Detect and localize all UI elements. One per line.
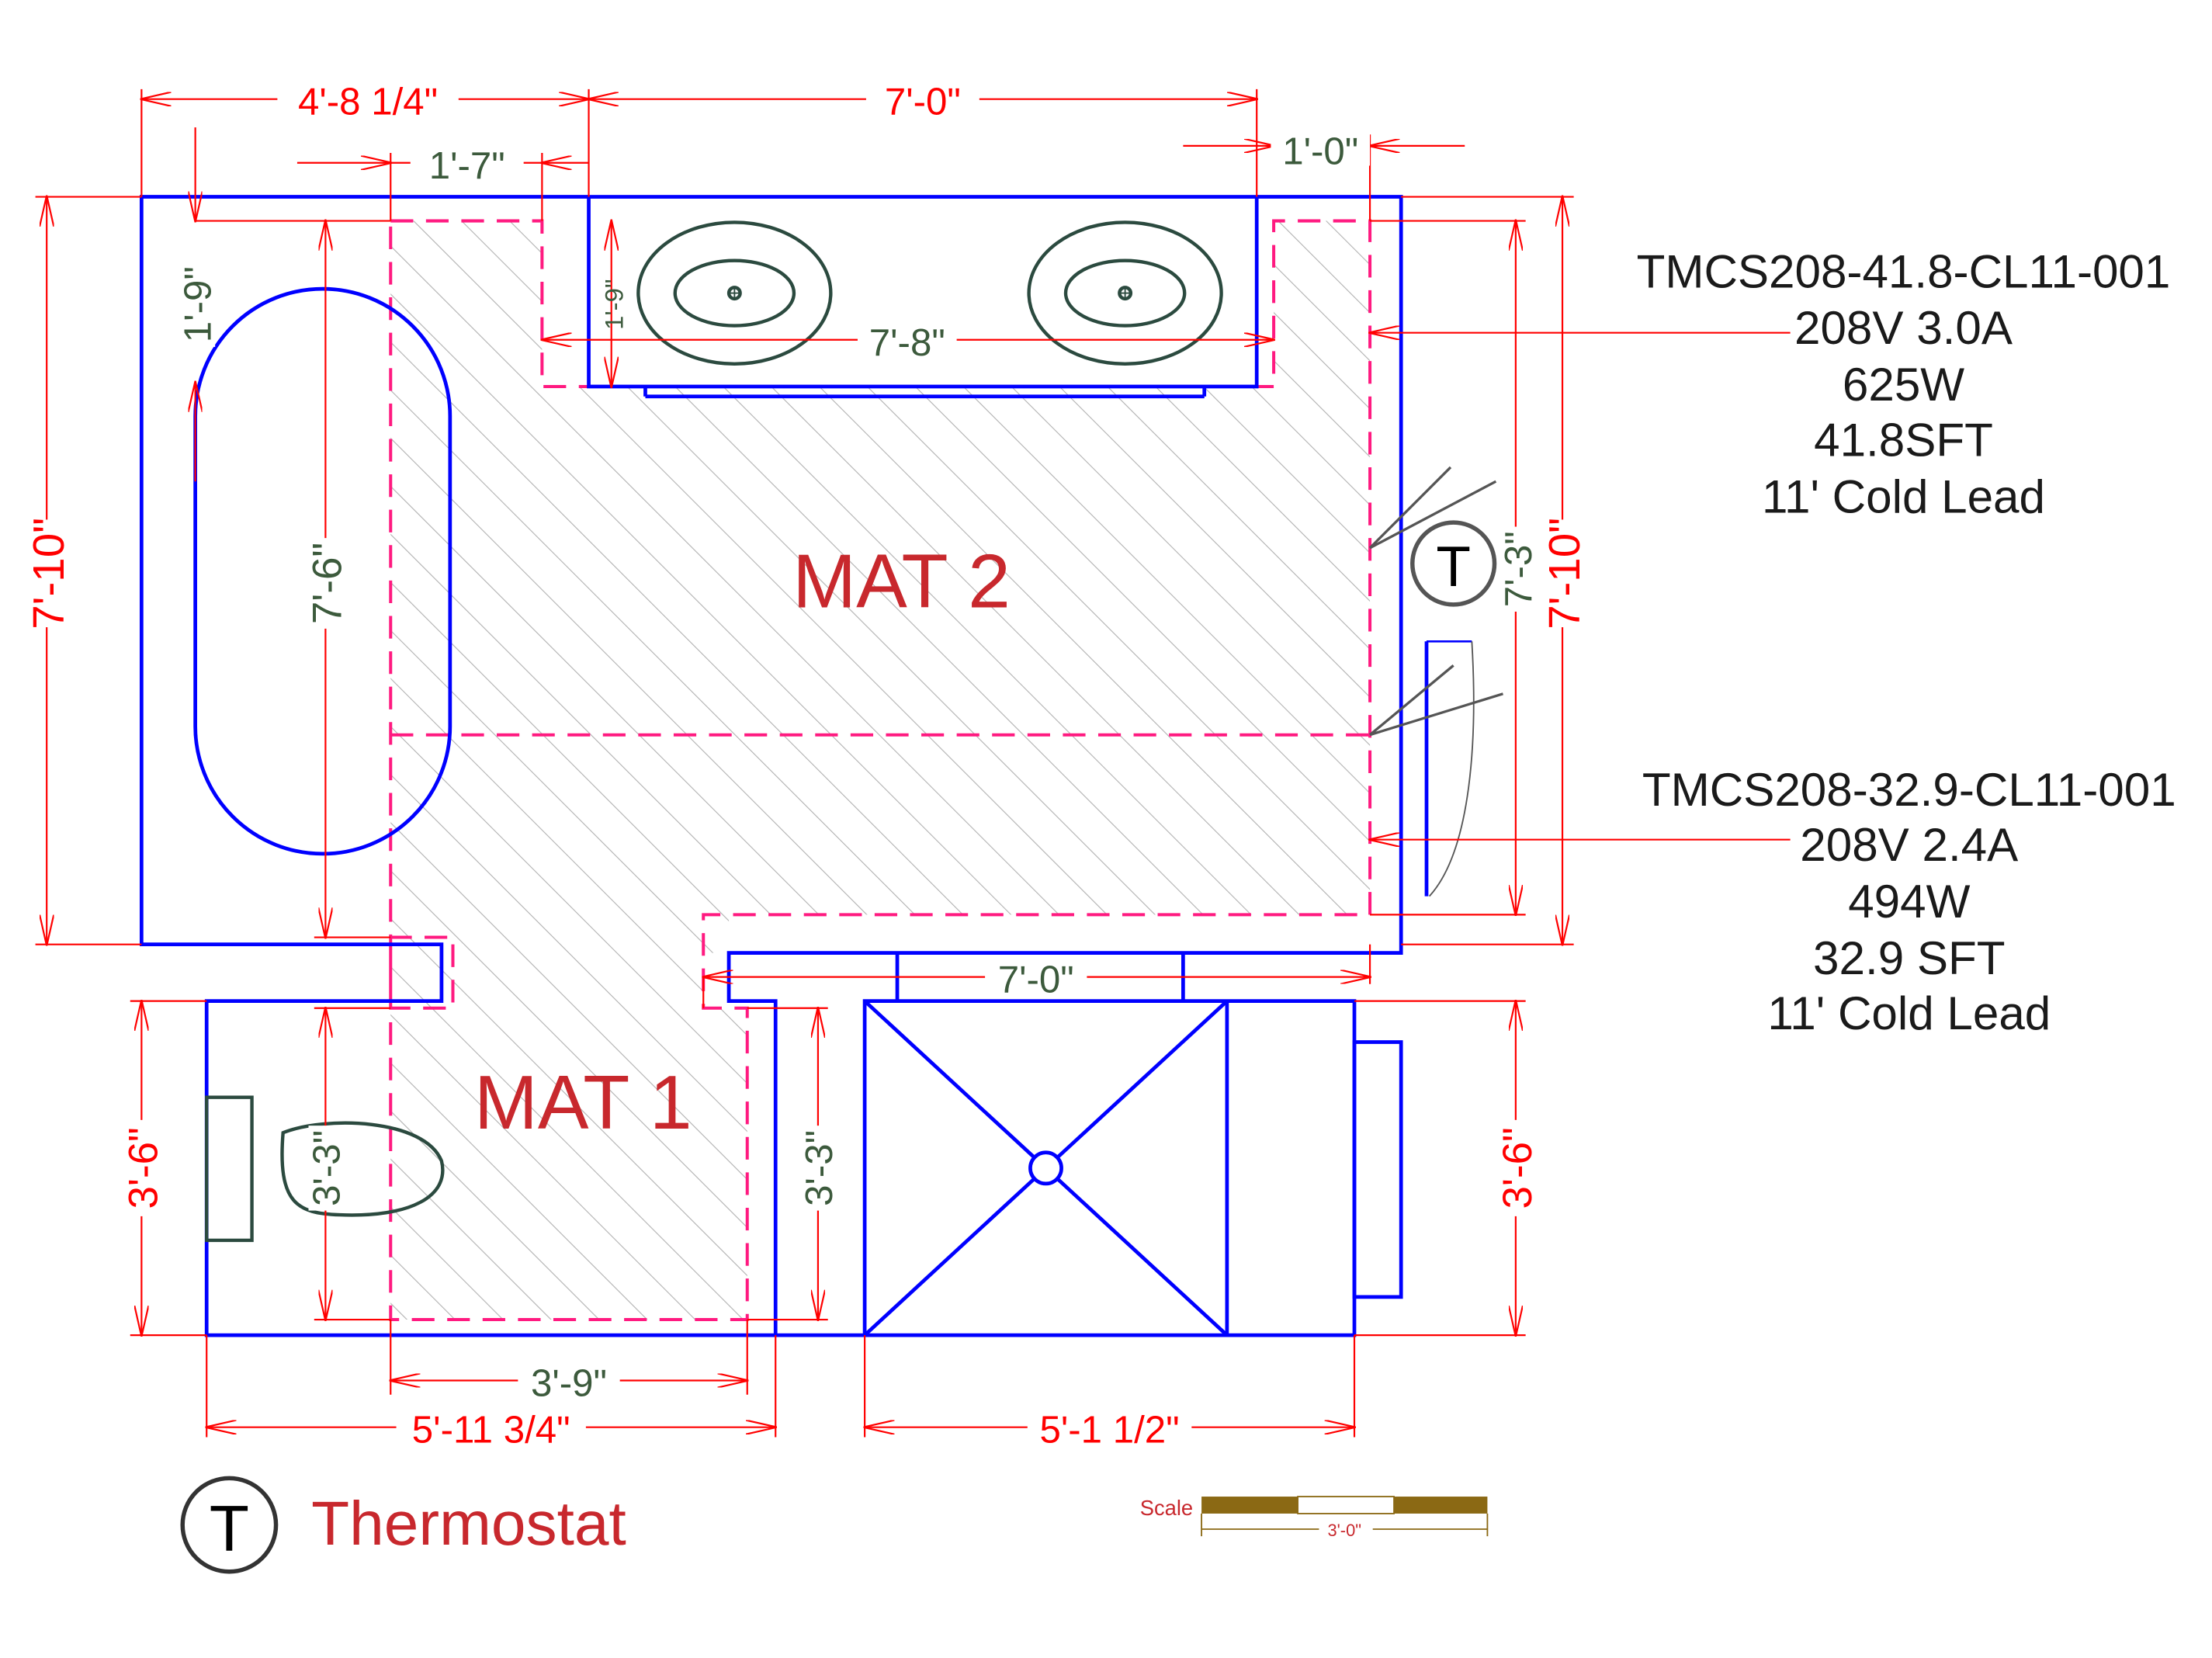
mat-1-power: 494W <box>1848 876 1970 928</box>
scale-bar: Scale 3'-0" <box>1140 1496 1489 1540</box>
dim-mat1-right-height: 3'-3" <box>798 1130 841 1206</box>
door <box>1424 640 1475 897</box>
scale-value: 3'-0" <box>1327 1521 1361 1540</box>
mat-2-spec: TMCS208-41.8-CL11-001 208V 3.0A 625W 41.… <box>1637 245 2171 522</box>
mat-2-lead: 11' Cold Lead <box>1762 470 2045 522</box>
dim-left-total-height: 7'-10" <box>24 518 73 630</box>
dim-shower-width: 5'-1 1/2" <box>1039 1409 1179 1452</box>
mat-2-area: 41.8SFT <box>1814 414 1993 466</box>
walls <box>139 195 1403 1337</box>
legend-thermostat-symbol: T <box>210 1491 249 1564</box>
dim-vanity-depth: 1'-9" <box>599 279 628 329</box>
dim-right-total-height: 7'-10" <box>1540 518 1589 630</box>
thermostat-legend: T Thermostat <box>180 1476 626 1574</box>
thermostat-icon: T <box>180 1476 279 1574</box>
mat-2-electrical: 208V 3.0A <box>1794 302 2013 354</box>
shower-icon <box>863 999 1229 1337</box>
sink-icon <box>1027 220 1223 366</box>
mat-1-electrical: 208V 2.4A <box>1800 819 2019 871</box>
dim-toilet-left-height: 3'-6" <box>120 1127 166 1209</box>
dimension-labels: 4'-8 1/4" 7'-0" 1'-7" 1'-0" 1'-9" 1'-9" … <box>24 79 1589 1452</box>
dim-tub-to-mat-offset: 1'-7" <box>429 144 505 187</box>
dim-top-vanity-width: 7'-0" <box>885 81 961 123</box>
dim-mat1-width: 3'-9" <box>531 1362 607 1405</box>
cold-lead-lines <box>1368 466 1503 737</box>
mat-2-area <box>390 220 1371 1320</box>
mat-1-area: 32.9 SFT <box>1813 932 2005 984</box>
dim-top-left-width: 4'-8 1/4" <box>298 81 438 123</box>
dim-tub-top-offset: 1'-9" <box>177 266 220 342</box>
dim-shower-right-height: 3'-6" <box>1495 1127 1541 1209</box>
thermostat-icon: T <box>1410 520 1497 607</box>
mat-2-power: 625W <box>1843 359 1964 411</box>
dim-lower-mat-width: 7'-0" <box>998 959 1074 1001</box>
dim-toilet-room-width: 5'-11 3/4" <box>412 1409 570 1452</box>
mat-2-model: TMCS208-41.8-CL11-001 <box>1637 245 2171 297</box>
mat-2-label: MAT 2 <box>792 539 1011 624</box>
sink-icon <box>636 220 833 366</box>
scale-label: Scale <box>1140 1496 1193 1520</box>
dim-right-offset: 1'-0" <box>1282 130 1358 173</box>
mat-1-spec: TMCS208-32.9-CL11-001 208V 2.4A 494W 32.… <box>1642 764 2176 1039</box>
spec-leaders <box>1370 333 1791 840</box>
dim-mat2-left-height: 7'-6" <box>304 543 350 624</box>
mat-1-model: TMCS208-32.9-CL11-001 <box>1642 764 2176 816</box>
legend-thermostat-label: Thermostat <box>311 1489 626 1559</box>
thermostat-symbol: T <box>1436 536 1471 598</box>
mat-1-lead: 11' Cold Lead <box>1767 987 2051 1039</box>
dim-mat2-right-height: 7'-3" <box>1497 531 1540 607</box>
dim-mat1-left-height: 3'-3" <box>306 1130 348 1206</box>
toilet-icon <box>205 1095 445 1243</box>
dim-vanity-mat-width: 7'-8" <box>869 321 945 364</box>
mat-1-label: MAT 1 <box>474 1060 692 1145</box>
